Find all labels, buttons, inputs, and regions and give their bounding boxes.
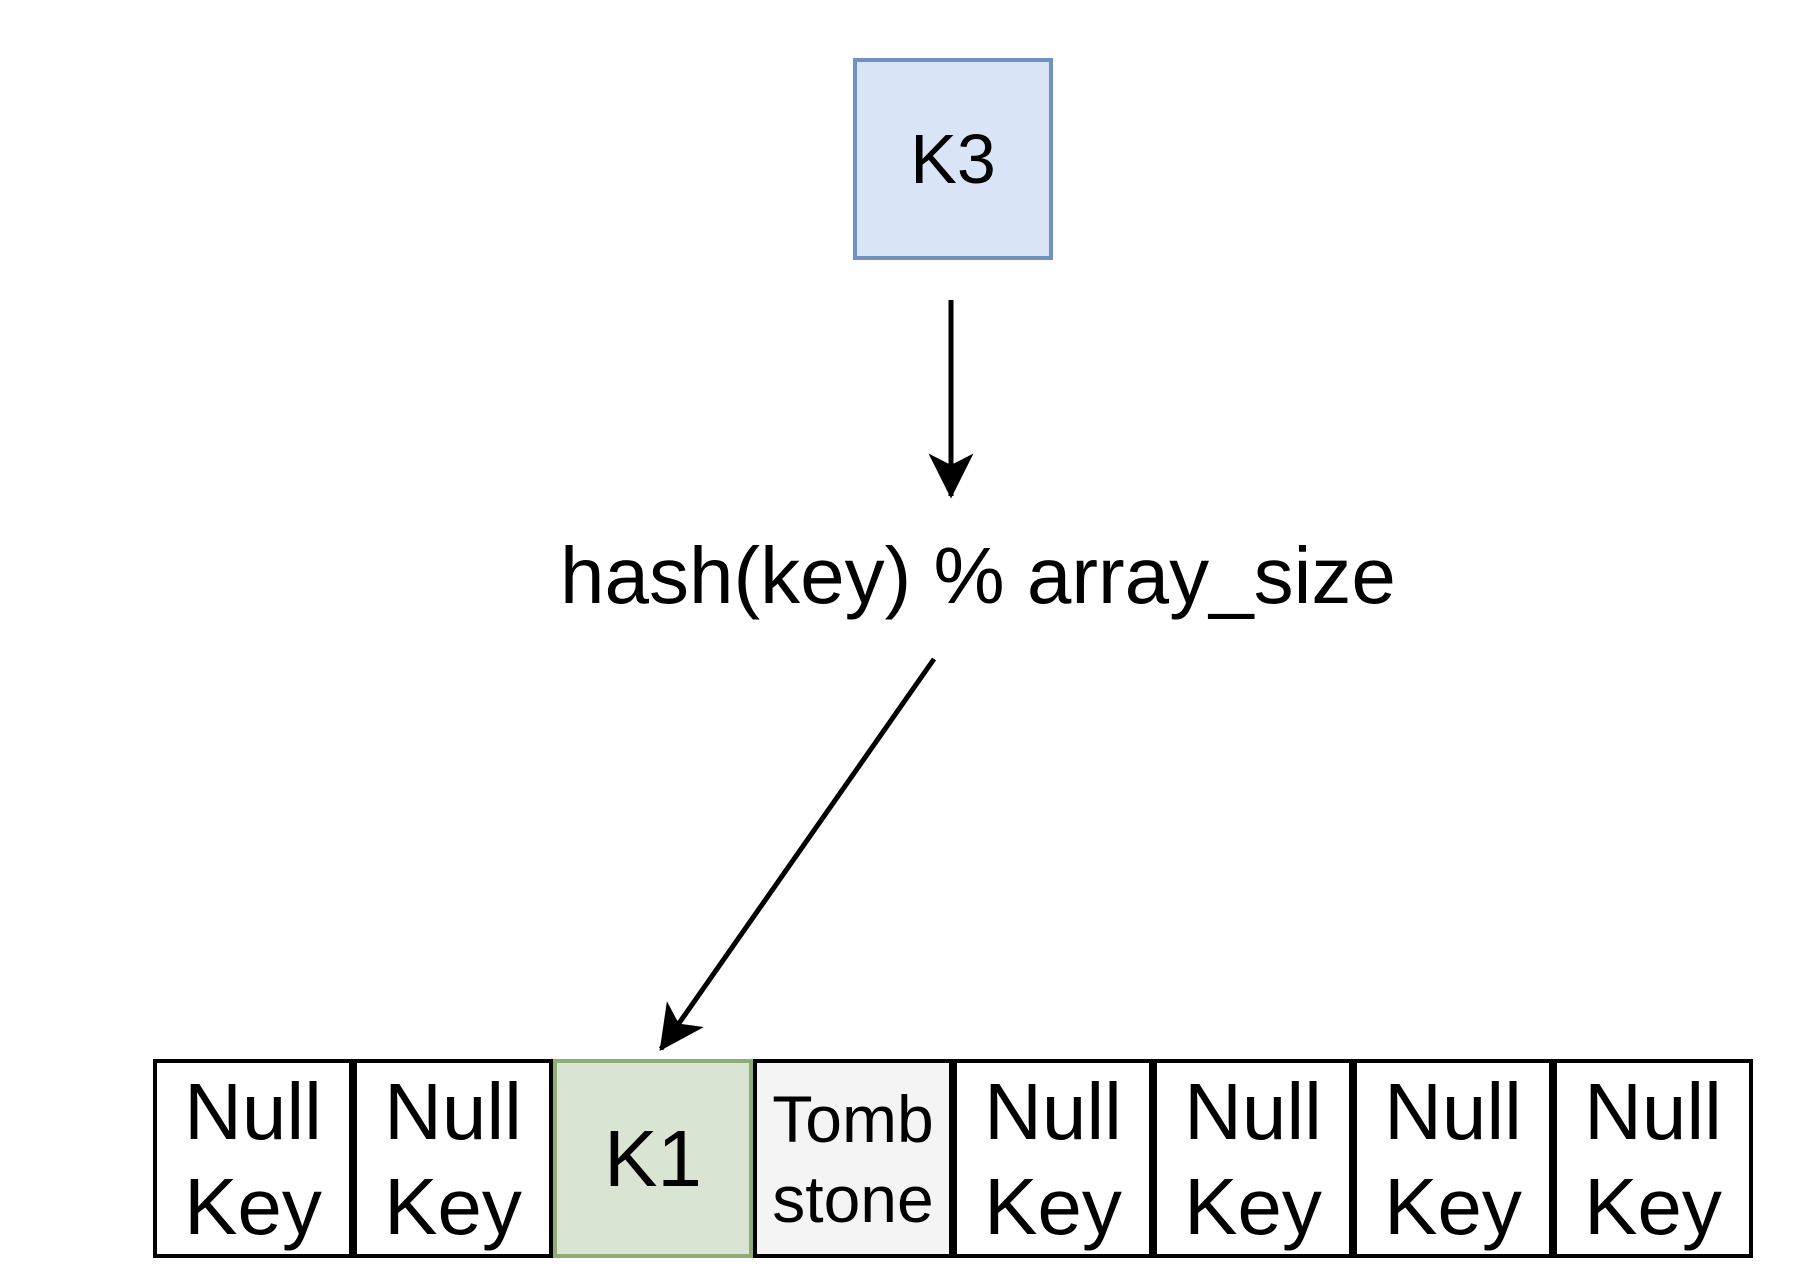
cell-7-null-key: Null Key [1553, 1059, 1753, 1258]
cell-line: Key [1384, 1161, 1522, 1251]
cell-3-tombstone: Tomb stone [753, 1059, 953, 1258]
cell-line: Key [1584, 1161, 1722, 1251]
cell-line: Null [984, 1066, 1122, 1156]
cell-line: Tomb [772, 1081, 934, 1156]
cell-line: Null [1184, 1066, 1322, 1156]
hash-table-array: Null Key Null Key K1 Tomb stone Null Key… [153, 1059, 1753, 1258]
cell-line: Null [1384, 1066, 1522, 1156]
cell-line: stone [772, 1161, 934, 1236]
cell-line: K1 [604, 1114, 702, 1203]
cell-line: Key [984, 1161, 1122, 1251]
cell-4-null-key: Null Key [953, 1059, 1153, 1258]
cell-0-null-key: Null Key [153, 1059, 353, 1258]
cell-6-null-key: Null Key [1353, 1059, 1553, 1258]
cell-line: Key [1184, 1161, 1322, 1251]
cell-line: Key [384, 1161, 522, 1251]
cell-line: Null [184, 1066, 322, 1156]
cell-line: Null [384, 1066, 522, 1156]
key-node-k3: K3 [853, 58, 1053, 260]
cell-line: Null [1584, 1066, 1722, 1156]
hash-function-label: hash(key) % array_size [560, 531, 1396, 620]
cell-1-null-key: Null Key [353, 1059, 553, 1258]
hash-to-slot-arrow [658, 657, 937, 1052]
cell-5-null-key: Null Key [1153, 1059, 1353, 1258]
cell-2-k1: K1 [553, 1059, 753, 1258]
key-node-label: K3 [910, 120, 996, 198]
cell-line: Key [184, 1161, 322, 1251]
